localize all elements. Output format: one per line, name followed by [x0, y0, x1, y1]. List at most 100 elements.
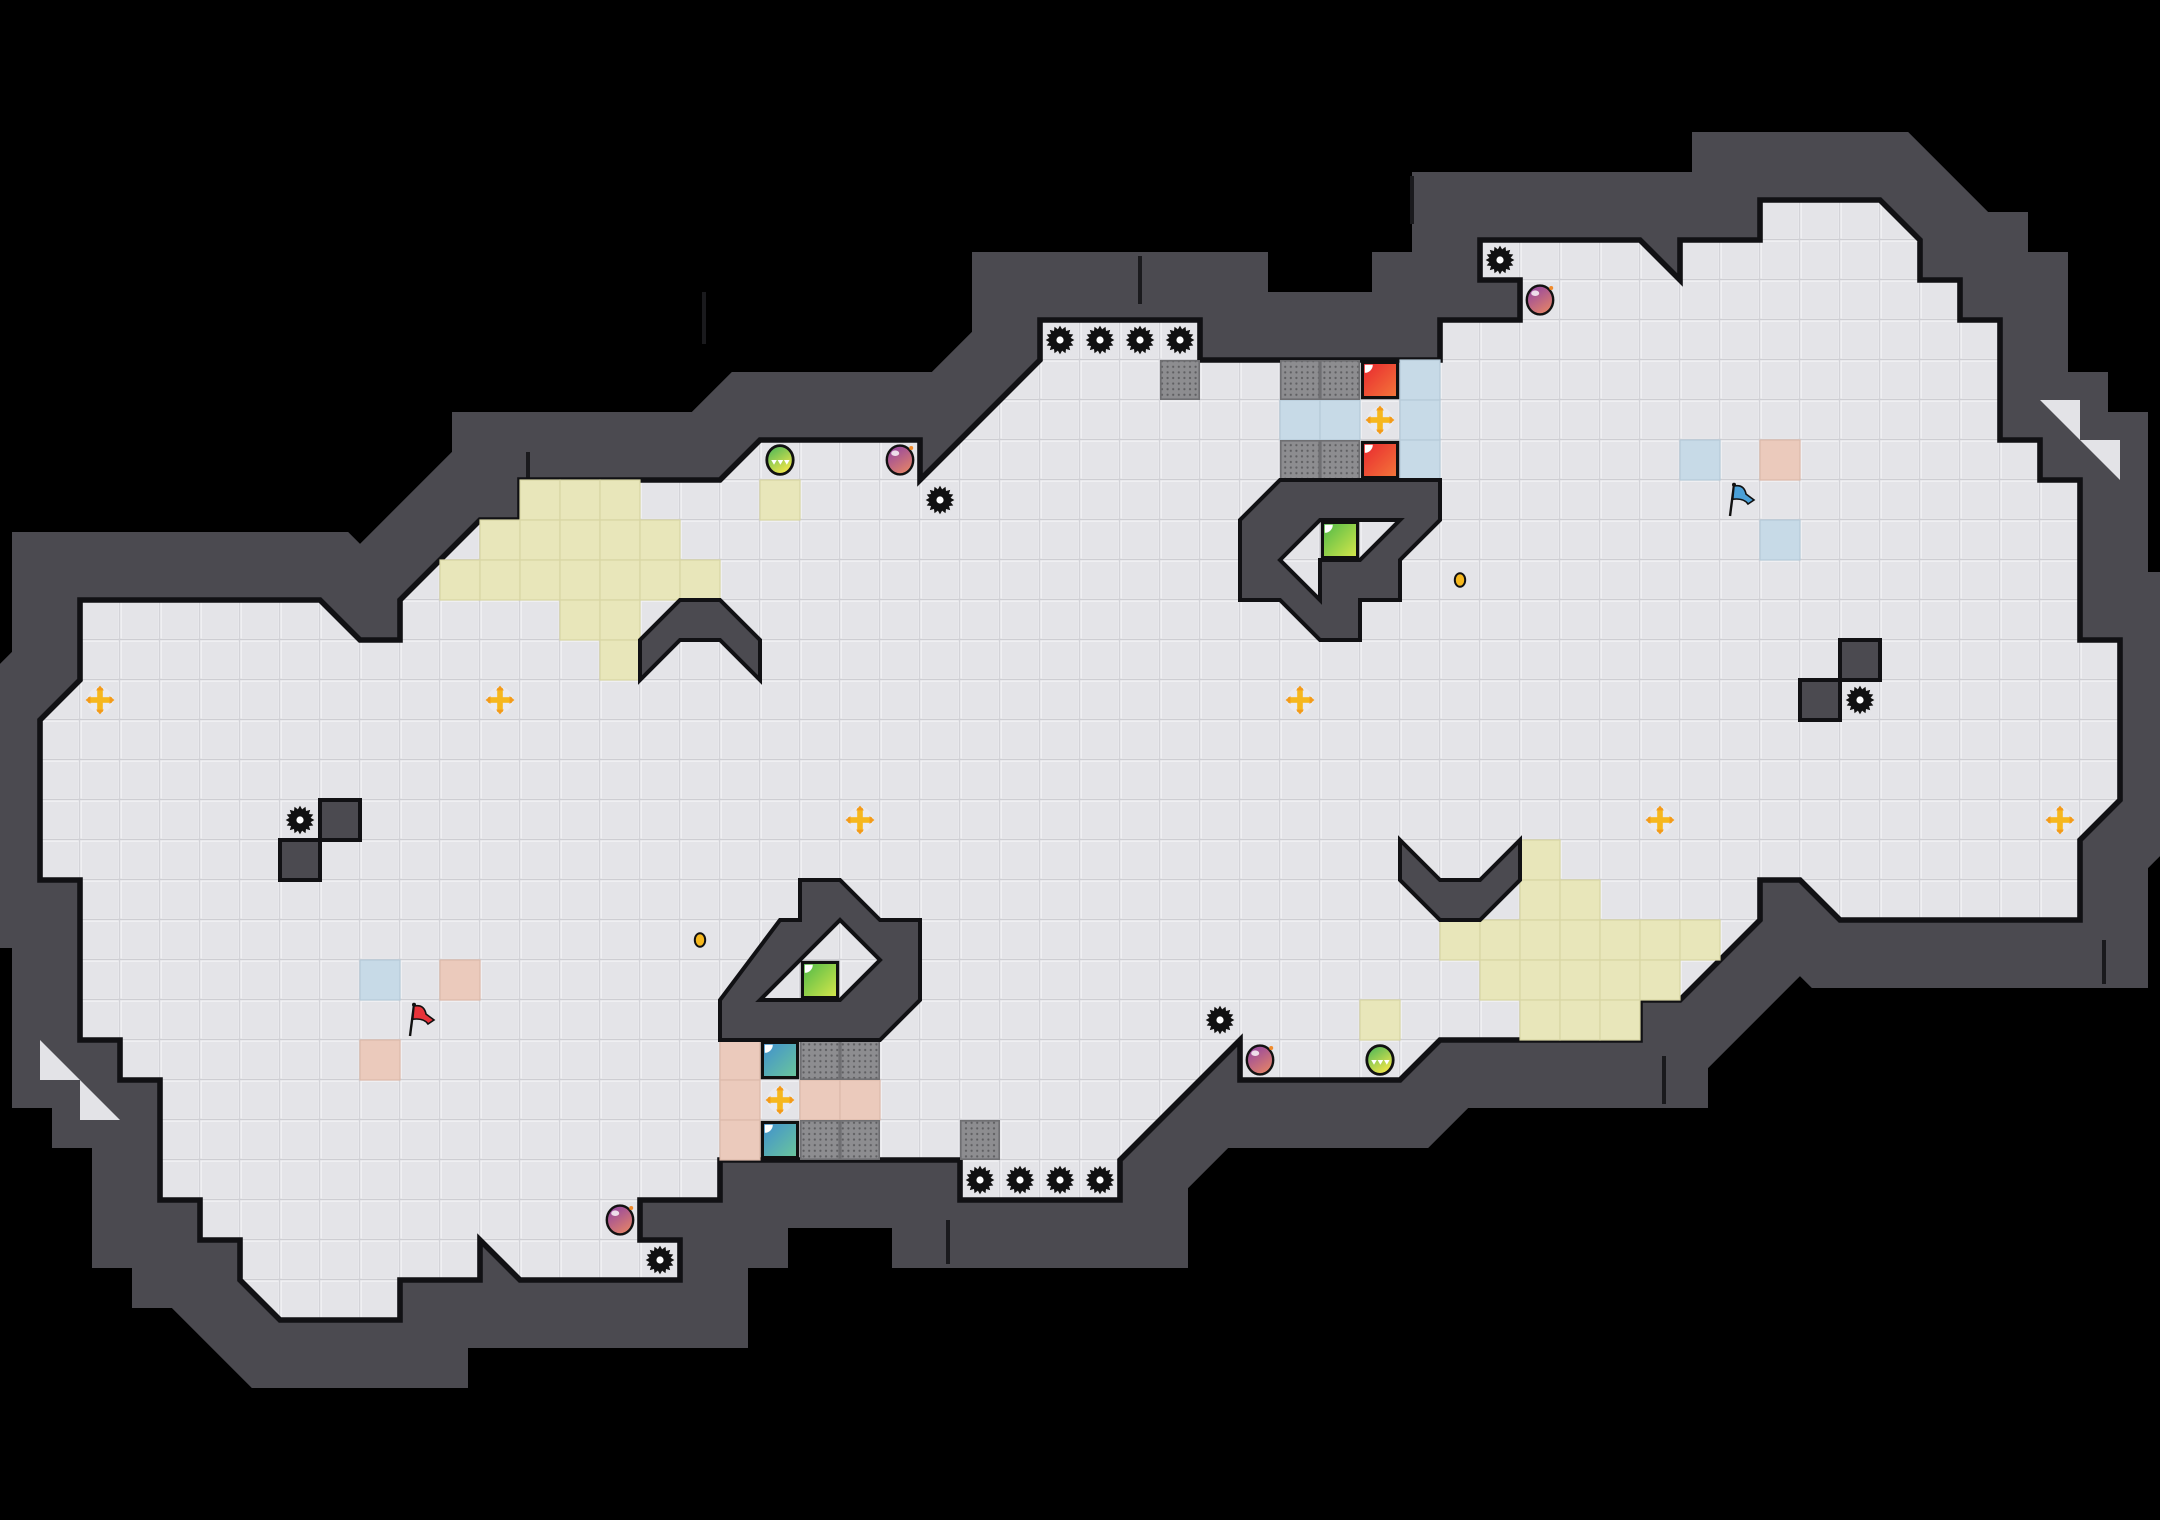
gear-icon [1005, 1165, 1035, 1195]
cross-horizontal [768, 1097, 793, 1103]
orb-fuse [1549, 286, 1554, 290]
cross-arrow [2045, 816, 2051, 824]
orb-fuse [909, 446, 914, 450]
cross-arrow [485, 696, 491, 704]
inner-wall [318, 798, 362, 842]
flag-knob [1732, 482, 1736, 487]
pink-tile [1759, 439, 1801, 481]
cross-arrow [96, 709, 104, 715]
red-flag-icon [408, 1002, 436, 1037]
grate-tile [1280, 360, 1321, 401]
yellow-tile [599, 559, 641, 601]
cross-arrow [765, 1096, 771, 1104]
inner-walls [278, 478, 1882, 1042]
gem-tooth [777, 460, 784, 465]
cross-arrow [1376, 405, 1384, 411]
crystal-body [1360, 440, 1400, 480]
cross-arrow [776, 1085, 784, 1091]
gem-tooth [784, 460, 790, 465]
gear-hole [1056, 336, 1064, 344]
blue-flag-icon [1728, 482, 1756, 517]
yellow-tile [559, 599, 601, 641]
yellow-tile [479, 519, 521, 561]
gem-tooth [771, 460, 777, 465]
orb-body [605, 1204, 635, 1236]
floor [37, 197, 2123, 1323]
cross-horizontal [1648, 817, 1672, 823]
yellow-tile [1599, 919, 1641, 961]
gear-hole [1016, 1176, 1024, 1184]
cross-arrow [2069, 816, 2075, 824]
gear-hole [656, 1256, 664, 1264]
pink-tile [719, 1039, 761, 1081]
floor-fragment [2080, 440, 2120, 480]
cross-arrow [1656, 829, 1664, 835]
yellow-tile [559, 519, 601, 561]
cross-arrow [496, 709, 504, 715]
gear-hole [976, 1176, 984, 1184]
orb-body [1525, 284, 1555, 316]
blue-tile [1319, 399, 1361, 441]
cross-arrow [1296, 685, 1304, 691]
blue-tile [359, 959, 401, 1001]
inner-wall [1838, 638, 1882, 682]
green-gem-icon [1365, 1044, 1395, 1076]
yellow-tile [1639, 919, 1681, 961]
coin-icon [693, 932, 707, 948]
cross-horizontal [2048, 817, 2072, 823]
cross-horizontal [1288, 697, 1312, 703]
grate-tile [1280, 440, 1321, 481]
cross-arrow [509, 696, 515, 704]
yellow-tile [519, 519, 561, 561]
gear-hole [936, 496, 944, 504]
yellow-tile [599, 479, 641, 521]
gear-icon [1085, 325, 1115, 355]
grate-tile [1160, 360, 1201, 401]
gear-hole [1216, 1016, 1224, 1024]
entities [85, 245, 2075, 1275]
crystal-shine [1324, 524, 1333, 533]
orb-body [885, 444, 915, 476]
yellow-tile [1599, 999, 1641, 1041]
coin-icon [1453, 572, 1467, 588]
yellow-tile [639, 519, 681, 561]
move-cross-icon [1645, 805, 1675, 835]
crystal-shine [804, 964, 813, 973]
yellow-tile [559, 479, 601, 521]
gear-hole [1056, 1176, 1064, 1184]
cross-arrow [1669, 816, 1675, 824]
pink-tile [719, 1119, 761, 1161]
grate-tile [1320, 360, 1361, 401]
pink-tile [439, 959, 481, 1001]
blue-crystal-icon [760, 1040, 800, 1080]
blue-tile [1279, 399, 1321, 441]
blue-tile [1759, 519, 1801, 561]
red-crystal-icon [1360, 360, 1400, 400]
yellow-tile [1519, 959, 1561, 1001]
pink-tile [719, 1079, 761, 1121]
gear-icon [1205, 1005, 1235, 1035]
yellow-tile [1519, 839, 1561, 881]
yellow-tile [599, 519, 641, 561]
yellow-tile [1519, 879, 1561, 921]
blue-tile [1679, 439, 1721, 481]
crystal-shine [764, 1044, 773, 1053]
green-crystal-icon [1320, 520, 1360, 560]
move-cross-icon [1285, 685, 1315, 715]
orb-fuse [1269, 1046, 1274, 1051]
cross-arrow [1376, 429, 1384, 435]
cross-arrow [1296, 709, 1304, 715]
cross-horizontal [848, 817, 873, 823]
gear-hole [296, 816, 304, 824]
purple-orb-icon [885, 444, 915, 476]
orb-shine [1251, 1050, 1260, 1056]
move-cross-icon [765, 1085, 795, 1115]
grate-tile [800, 1120, 841, 1161]
yellow-tile [519, 559, 561, 601]
gear-hole [1136, 336, 1144, 344]
cross-horizontal [488, 697, 512, 703]
cross-arrow [109, 696, 115, 704]
blue-tile [1399, 359, 1441, 401]
yellow-tile [559, 559, 601, 601]
